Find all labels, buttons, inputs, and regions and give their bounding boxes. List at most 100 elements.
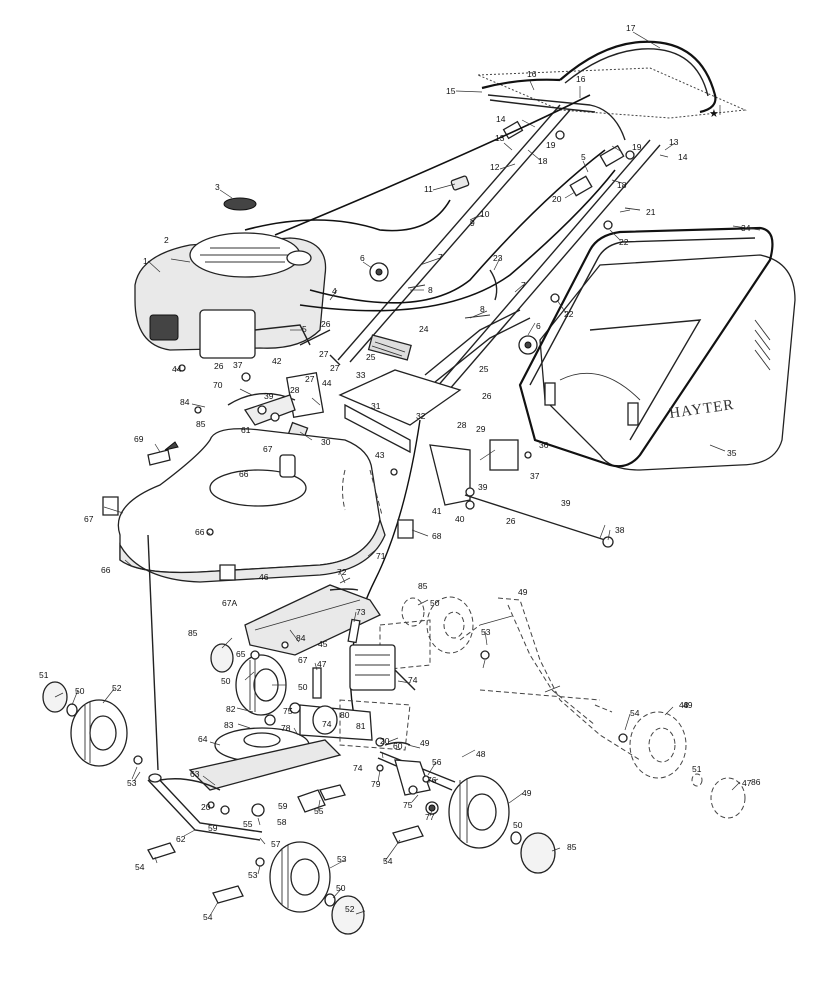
callout-label: 7: [521, 280, 526, 290]
deck-label: [147, 449, 171, 466]
callout-label: 10: [480, 209, 490, 219]
callout-label: 24: [419, 324, 429, 334]
callout-label: 6: [360, 253, 365, 263]
callout-label: 23: [493, 253, 503, 263]
callout-label: 67: [84, 514, 94, 524]
callout-label: 34: [741, 223, 751, 233]
callout-label: 53: [337, 854, 347, 864]
callout-label: 65: [236, 649, 246, 659]
callout-label: 52: [345, 904, 355, 914]
callout-label: 50: [336, 883, 346, 893]
callout-label: 39: [264, 391, 274, 401]
callout-label: 79: [371, 779, 381, 789]
callout-label: 39: [561, 498, 571, 508]
callout-label: 72: [337, 567, 347, 577]
callout-label: 59: [208, 823, 218, 833]
callout-label: 68: [432, 531, 442, 541]
callout-label: 26: [506, 516, 516, 526]
callout-label: 60: [393, 741, 403, 751]
deck-center-hole: [209, 469, 307, 507]
callout-label: 74: [322, 719, 332, 729]
callout-label: 74: [353, 763, 363, 773]
callout-label: 45: [318, 639, 328, 649]
callout-label: 27: [330, 363, 340, 373]
callout-label: 56: [432, 757, 442, 767]
callout-label: 8: [480, 304, 485, 314]
callout-label: 52: [112, 683, 122, 693]
callout-label: 50: [75, 686, 85, 696]
callout-label: 75: [403, 800, 413, 810]
rear-axle-rod: [464, 494, 606, 541]
callout-label: 49: [522, 788, 532, 798]
callout-label: 3: [215, 182, 220, 192]
callout-label: 51: [39, 670, 49, 680]
callout-label: 66: [195, 527, 205, 537]
callout-label: 21: [646, 207, 656, 217]
callout-label: 37: [233, 360, 243, 370]
callout-label: 44: [322, 378, 332, 388]
callout-label: 73: [356, 607, 366, 617]
wheel-left: [42, 681, 128, 767]
callout-label: 20: [552, 194, 562, 204]
callout-label: 16: [576, 74, 586, 84]
callout-label: 26: [214, 361, 224, 371]
callout-label: 8: [428, 285, 433, 295]
grass-box: HAYTER: [518, 226, 796, 471]
callout-label: 4: [332, 286, 337, 296]
mower-deck: [102, 428, 414, 583]
callout-label: 70: [213, 380, 223, 390]
callout-label: 54: [203, 912, 213, 922]
callout-label: 49: [518, 587, 528, 597]
callout-label: 2: [164, 235, 169, 245]
leader-lines: [54, 31, 761, 915]
callout-label: 85: [196, 419, 206, 429]
callout-label: 57: [271, 839, 281, 849]
callout-label: 51: [692, 764, 702, 774]
callout-label: 86: [751, 777, 761, 787]
callout-label: 49: [420, 738, 430, 748]
callout-label: 18: [617, 180, 627, 190]
callout-label: 13: [669, 137, 679, 147]
air-filter-housing: [199, 309, 256, 359]
skids: [147, 784, 424, 904]
engine-decal: [223, 197, 257, 211]
wheel-rear-right-dashed: [629, 711, 746, 819]
callout-label: 50: [430, 598, 440, 608]
callout-label: 40: [455, 514, 465, 524]
callout-label: 48: [476, 749, 486, 759]
blade-and-pulley: [188, 577, 381, 791]
callout-label: 18: [538, 156, 548, 166]
callout-label: 25: [366, 352, 376, 362]
callout-label: 78: [281, 723, 291, 733]
callout-label: 71: [376, 551, 386, 561]
exhaust: [149, 314, 179, 341]
callout-label: 48: [679, 700, 689, 710]
callout-label: 38: [615, 525, 625, 535]
wheel-front-left-upper: [210, 643, 287, 716]
callout-label: 44: [172, 364, 182, 374]
callout-label: 5: [302, 324, 307, 334]
callout-label: 55: [314, 806, 324, 816]
callout-label: 12: [490, 162, 500, 172]
callout-label: 54: [630, 708, 640, 718]
callout-label: 53: [481, 627, 491, 637]
callout-label: 31: [371, 401, 381, 411]
star-marker: ★: [709, 108, 719, 120]
callout-label: 1: [143, 256, 148, 266]
callout-label: 25: [479, 364, 489, 374]
callout-label: 14: [496, 114, 506, 124]
height-lever: [147, 534, 263, 841]
callout-label: 20: [380, 736, 390, 746]
callout-label: 41: [432, 506, 442, 516]
callout-label: 7: [438, 252, 443, 262]
callout-label: 22: [564, 309, 574, 319]
callout-label: 67: [263, 444, 273, 454]
callout-label: 59: [278, 801, 288, 811]
hardware: [133, 364, 628, 867]
callout-label: 14: [678, 152, 688, 162]
callout-label: 27: [319, 349, 329, 359]
callout-label: 54: [383, 856, 393, 866]
callout-label: 42: [272, 356, 282, 366]
callout-label: 66: [101, 565, 111, 575]
callout-label: 43: [375, 450, 385, 460]
